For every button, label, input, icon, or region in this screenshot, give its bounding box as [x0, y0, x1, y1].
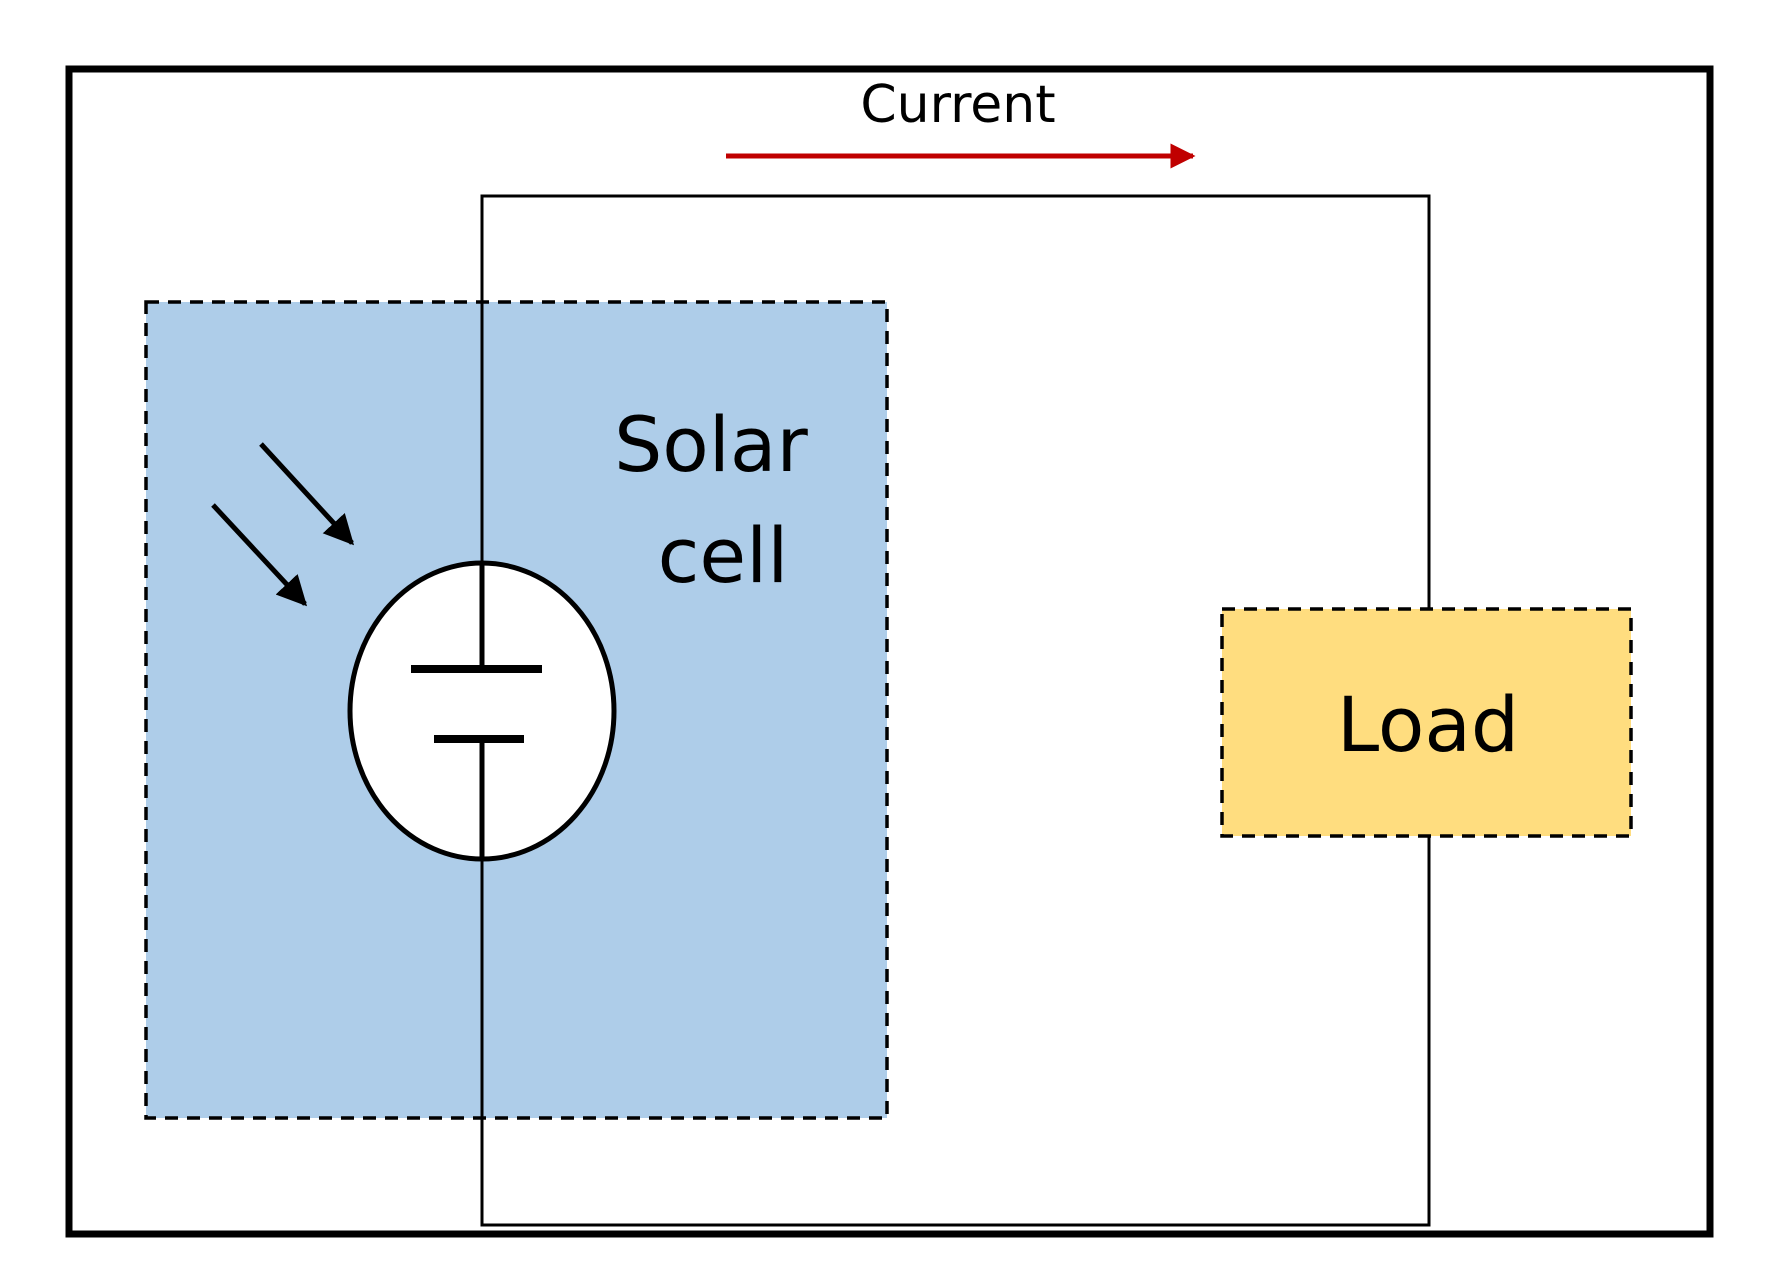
solar-cell-label-line2: cell — [658, 511, 789, 600]
solar-cell-label-line1: Solar — [614, 400, 808, 489]
current-label: Current — [860, 75, 1055, 135]
circuit-wire — [480, 194, 1431, 609]
load-label: Load — [1337, 680, 1519, 769]
load-box — [1220, 607, 1633, 838]
solar-cell-label: Solar cell — [614, 400, 832, 600]
dc-voltage-source-icon — [347, 560, 617, 862]
circuit-wire-return — [480, 836, 1431, 1227]
sunlight-rays-icon — [211, 442, 355, 607]
